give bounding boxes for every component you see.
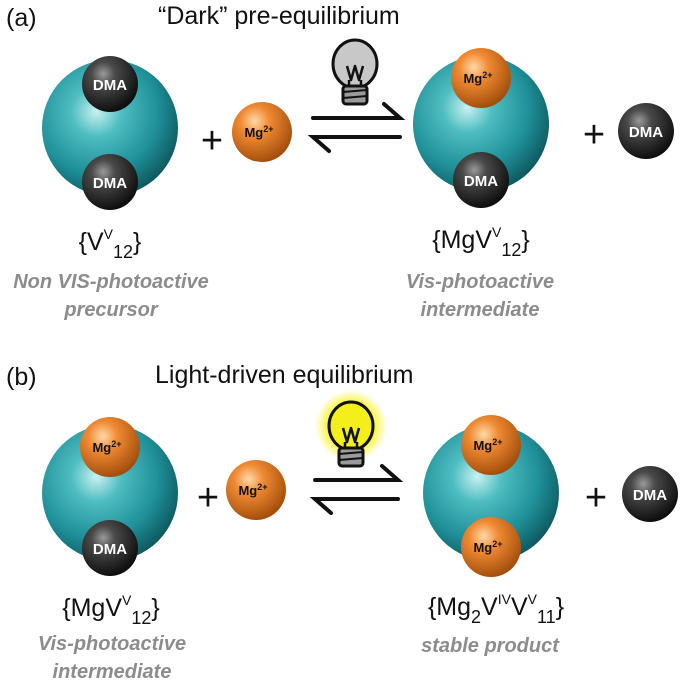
dma-ball-free-b: DMA (622, 466, 678, 522)
mg-ball: Mg2+ (461, 517, 521, 577)
caption-line: stable product (421, 635, 559, 657)
oxidation-state: V (492, 223, 502, 240)
formula-part: {V (78, 228, 104, 256)
mg-ball: Mg2+ (461, 415, 521, 475)
panel-title-a: “Dark” pre-equilibrium (158, 2, 400, 30)
caption-line: intermediate (420, 299, 540, 321)
svg-text:Mg2+: Mg2+ (463, 70, 492, 86)
dma-label: DMA (93, 77, 127, 94)
lightbulb-on-icon (315, 390, 387, 468)
formula-part: {MgV (432, 226, 493, 254)
caption-line: Vis-photoactive (405, 271, 555, 293)
caption-intermediate-b: Vis-photoactive intermediate (24, 630, 200, 686)
cluster-v12-left-a: DMA DMA (42, 56, 178, 210)
equilibrium-arrows-icon (307, 102, 406, 153)
formula-part: V (481, 593, 498, 621)
equilibrium-arrows-icon (309, 464, 404, 515)
formula-part: } (521, 226, 530, 254)
plus-sign: + (197, 477, 219, 519)
panel-a: DMA DMA + Mg2+ (42, 38, 674, 210)
dma-ball: DMA (82, 520, 138, 576)
caption-line: intermediate (52, 661, 172, 683)
subscript: 12 (501, 240, 522, 260)
formula-v12: {VV12} (58, 225, 162, 261)
polyoxovanadate-cluster (42, 425, 178, 561)
oxidation-state: V (527, 590, 537, 607)
dma-label: DMA (93, 541, 127, 558)
oxidation-state: V (103, 225, 113, 242)
formula-part: } (133, 228, 142, 256)
formula-part: V (510, 593, 528, 621)
mg-charge: 2+ (492, 539, 502, 549)
panel-title-b: Light-driven equilibrium (155, 361, 414, 389)
dma-ball: DMA (82, 154, 138, 210)
caption-stable-product: stable product (400, 632, 580, 660)
formula-mgv12-a: {MgVV12} (410, 223, 552, 259)
mg-label: Mg (244, 125, 263, 140)
dma-label: DMA (464, 173, 498, 190)
panel-b: Mg2+ DMA + Mg2+ (42, 390, 678, 577)
caption-line: Vis-photoactive (37, 633, 187, 655)
cluster-mgv12-right-a: Mg2+ DMA (413, 48, 549, 208)
oxidation-state: V (122, 591, 132, 608)
polyoxovanadate-cluster (423, 425, 559, 561)
mg-label: Mg (463, 71, 482, 86)
caption-line: precursor (64, 299, 158, 321)
lightbulb-off-icon (331, 38, 379, 106)
dma-label: DMA (629, 124, 663, 141)
mg-ball: Mg2+ (80, 417, 140, 477)
mg-charge: 2+ (482, 70, 492, 80)
mg-label: Mg (473, 540, 492, 555)
plus-sign: + (583, 114, 605, 156)
mg-ball: Mg2+ (451, 48, 511, 108)
subscript: 12 (112, 242, 134, 262)
formula-mgv12-b: {MgVV12} (40, 591, 182, 627)
svg-text:Mg2+: Mg2+ (92, 439, 121, 455)
formula-part: {MgV (62, 594, 123, 622)
oxidation-state: IV (497, 590, 511, 607)
formula-mg2v12: {Mg2VIVVV11} (396, 590, 596, 626)
plus-sign: + (201, 120, 223, 162)
svg-text:Mg2+: Mg2+ (238, 482, 267, 498)
mg-charge: 2+ (492, 437, 502, 447)
subscript: 12 (131, 608, 152, 628)
mg-label: Mg (92, 440, 111, 455)
mg-ball-free-a: Mg2+ (232, 102, 292, 162)
cluster-mg2v12-right-b: Mg2+ Mg2+ (423, 415, 559, 577)
subscript: 2 (471, 607, 482, 627)
mg-charge: 2+ (263, 124, 273, 134)
dma-label: DMA (93, 175, 127, 192)
caption-intermediate-a: Vis-photoactive intermediate (392, 268, 568, 324)
mg-charge: 2+ (111, 439, 121, 449)
dma-label: DMA (633, 487, 667, 504)
formula-part: {Mg (427, 593, 472, 621)
dma-ball-free-a: DMA (618, 103, 674, 159)
mg-charge: 2+ (257, 482, 267, 492)
mg-label: Mg (238, 483, 257, 498)
svg-text:Mg2+: Mg2+ (473, 437, 502, 453)
formula-part: } (151, 594, 160, 622)
caption-precursor: Non VIS-photoactive precursor (0, 268, 222, 324)
mg-ball-free-b: Mg2+ (226, 460, 286, 520)
panel-label-b: (b) (6, 363, 37, 391)
formula-part: } (555, 593, 565, 621)
subscript: 11 (537, 607, 556, 627)
svg-text:Mg2+: Mg2+ (244, 124, 273, 140)
dma-ball: DMA (453, 152, 509, 208)
caption-line: Non VIS-photoactive (13, 271, 209, 293)
cluster-mgv12-left-b: Mg2+ DMA (42, 417, 178, 576)
polyoxovanadate-cluster (413, 56, 549, 192)
panel-label-a: (a) (6, 4, 37, 32)
polyoxovanadate-cluster (42, 60, 178, 196)
svg-text:Mg2+: Mg2+ (473, 539, 502, 555)
mg-label: Mg (473, 438, 492, 453)
plus-sign: + (585, 477, 607, 519)
dma-ball: DMA (82, 56, 138, 112)
